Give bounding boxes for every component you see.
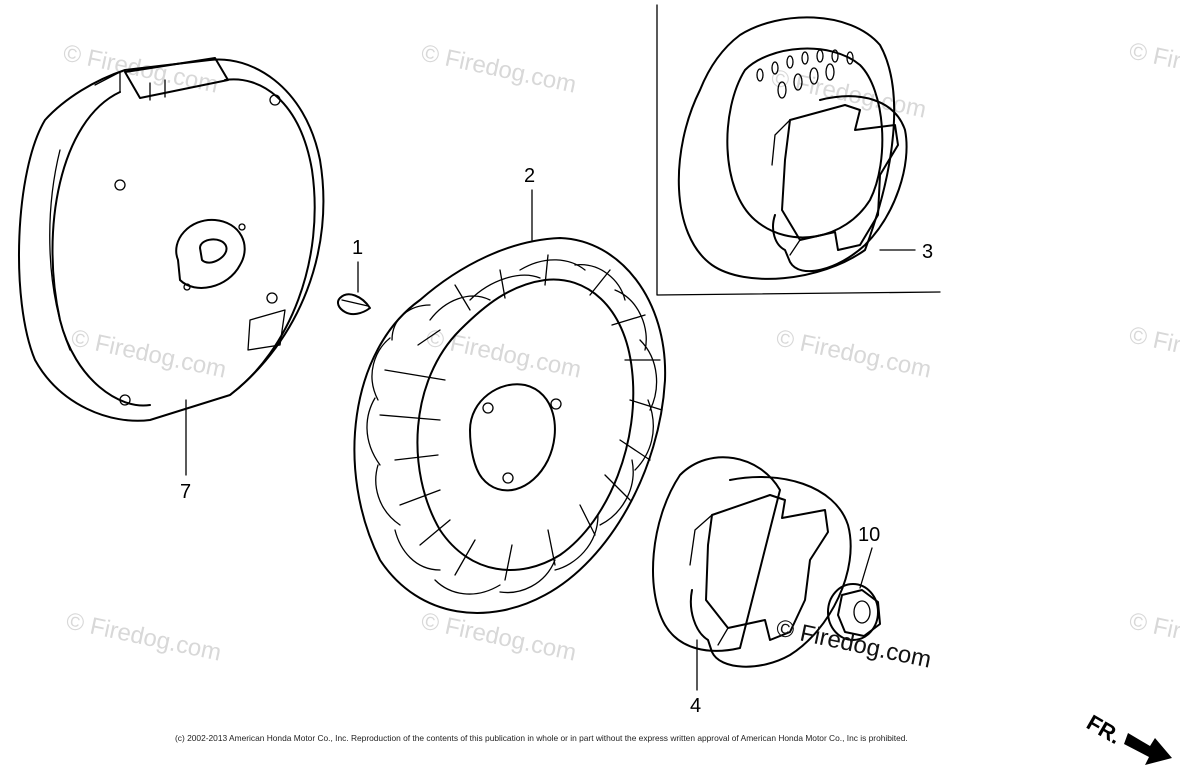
watermark: © Firedog.com <box>424 324 584 383</box>
part-3-panel <box>656 4 941 296</box>
vent-holes <box>756 49 854 99</box>
part-1-woodruff-key <box>336 293 371 316</box>
callout-part-10: 10 <box>858 524 880 546</box>
watermark: © Firedog.com <box>1127 321 1180 380</box>
watermark: © Firedog.com <box>769 64 929 123</box>
callout-part-3: 3 <box>922 241 933 263</box>
direction-indicator: FR. <box>1083 710 1172 765</box>
callouts: 1 2 3 4 7 10 <box>180 165 933 717</box>
part-2-cooling-fan <box>353 237 667 614</box>
watermark: © Firedog.com <box>64 607 224 666</box>
watermark: © Firedog.com <box>419 607 579 666</box>
watermark: © Firedog.com <box>69 324 229 383</box>
copyright-notice: (c) 2002-2013 American Honda Motor Co., … <box>175 733 908 743</box>
callout-part-1: 1 <box>352 237 363 259</box>
part-10-flange-nut <box>827 583 881 641</box>
watermark: © Firedog.com <box>1127 607 1180 666</box>
part-7-rotor-cover <box>17 57 325 422</box>
arrow-right-icon <box>1124 733 1172 765</box>
watermarks: © Firedog.com © Firedog.com © Firedog.co… <box>61 37 1180 666</box>
watermark-dark: © Firedog.com <box>774 614 934 673</box>
direction-label: FR. <box>1083 710 1126 749</box>
watermark: © Firedog.com <box>419 39 579 98</box>
watermark: © Firedog.com <box>1127 37 1180 96</box>
leader-lines <box>185 189 916 691</box>
callout-part-7: 7 <box>180 481 191 503</box>
callout-part-4: 4 <box>690 695 701 717</box>
watermark: © Firedog.com <box>774 324 934 383</box>
callout-part-2: 2 <box>524 165 535 187</box>
